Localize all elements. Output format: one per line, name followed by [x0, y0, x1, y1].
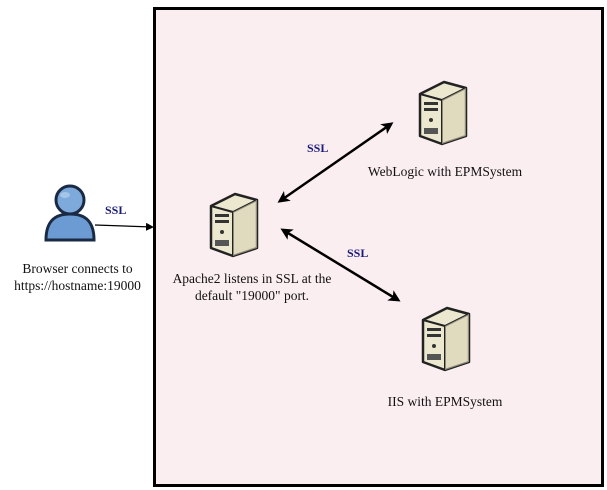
- apache-label-line1: Apache2 listens in SSL at the: [172, 271, 332, 286]
- weblogic-server-icon: [418, 80, 468, 146]
- iis-arrow: [280, 228, 401, 302]
- apache-server-icon: [209, 192, 259, 258]
- weblogic-arrow: [277, 122, 394, 203]
- user-icon: [44, 184, 96, 242]
- iis-ssl-label: SSL: [347, 246, 369, 260]
- weblogic-label: WebLogic with EPMSystem: [367, 164, 523, 179]
- iis-label: IIS with EPMSystem: [387, 394, 503, 409]
- client-label: Browser connects to https://hostname:190…: [0, 260, 155, 294]
- apache-label: Apache2 listens in SSL at the default "1…: [157, 270, 347, 304]
- iis-server-icon: [421, 306, 471, 372]
- client-ssl-label: SSL: [105, 203, 127, 217]
- apache-label-line2: default "19000" port.: [194, 288, 310, 303]
- client-label-line2: https://hostname:19000: [14, 278, 141, 293]
- weblogic-ssl-label: SSL: [307, 141, 329, 155]
- client-label-line1: Browser connects to: [22, 261, 133, 276]
- client-arrow: [94, 222, 154, 231]
